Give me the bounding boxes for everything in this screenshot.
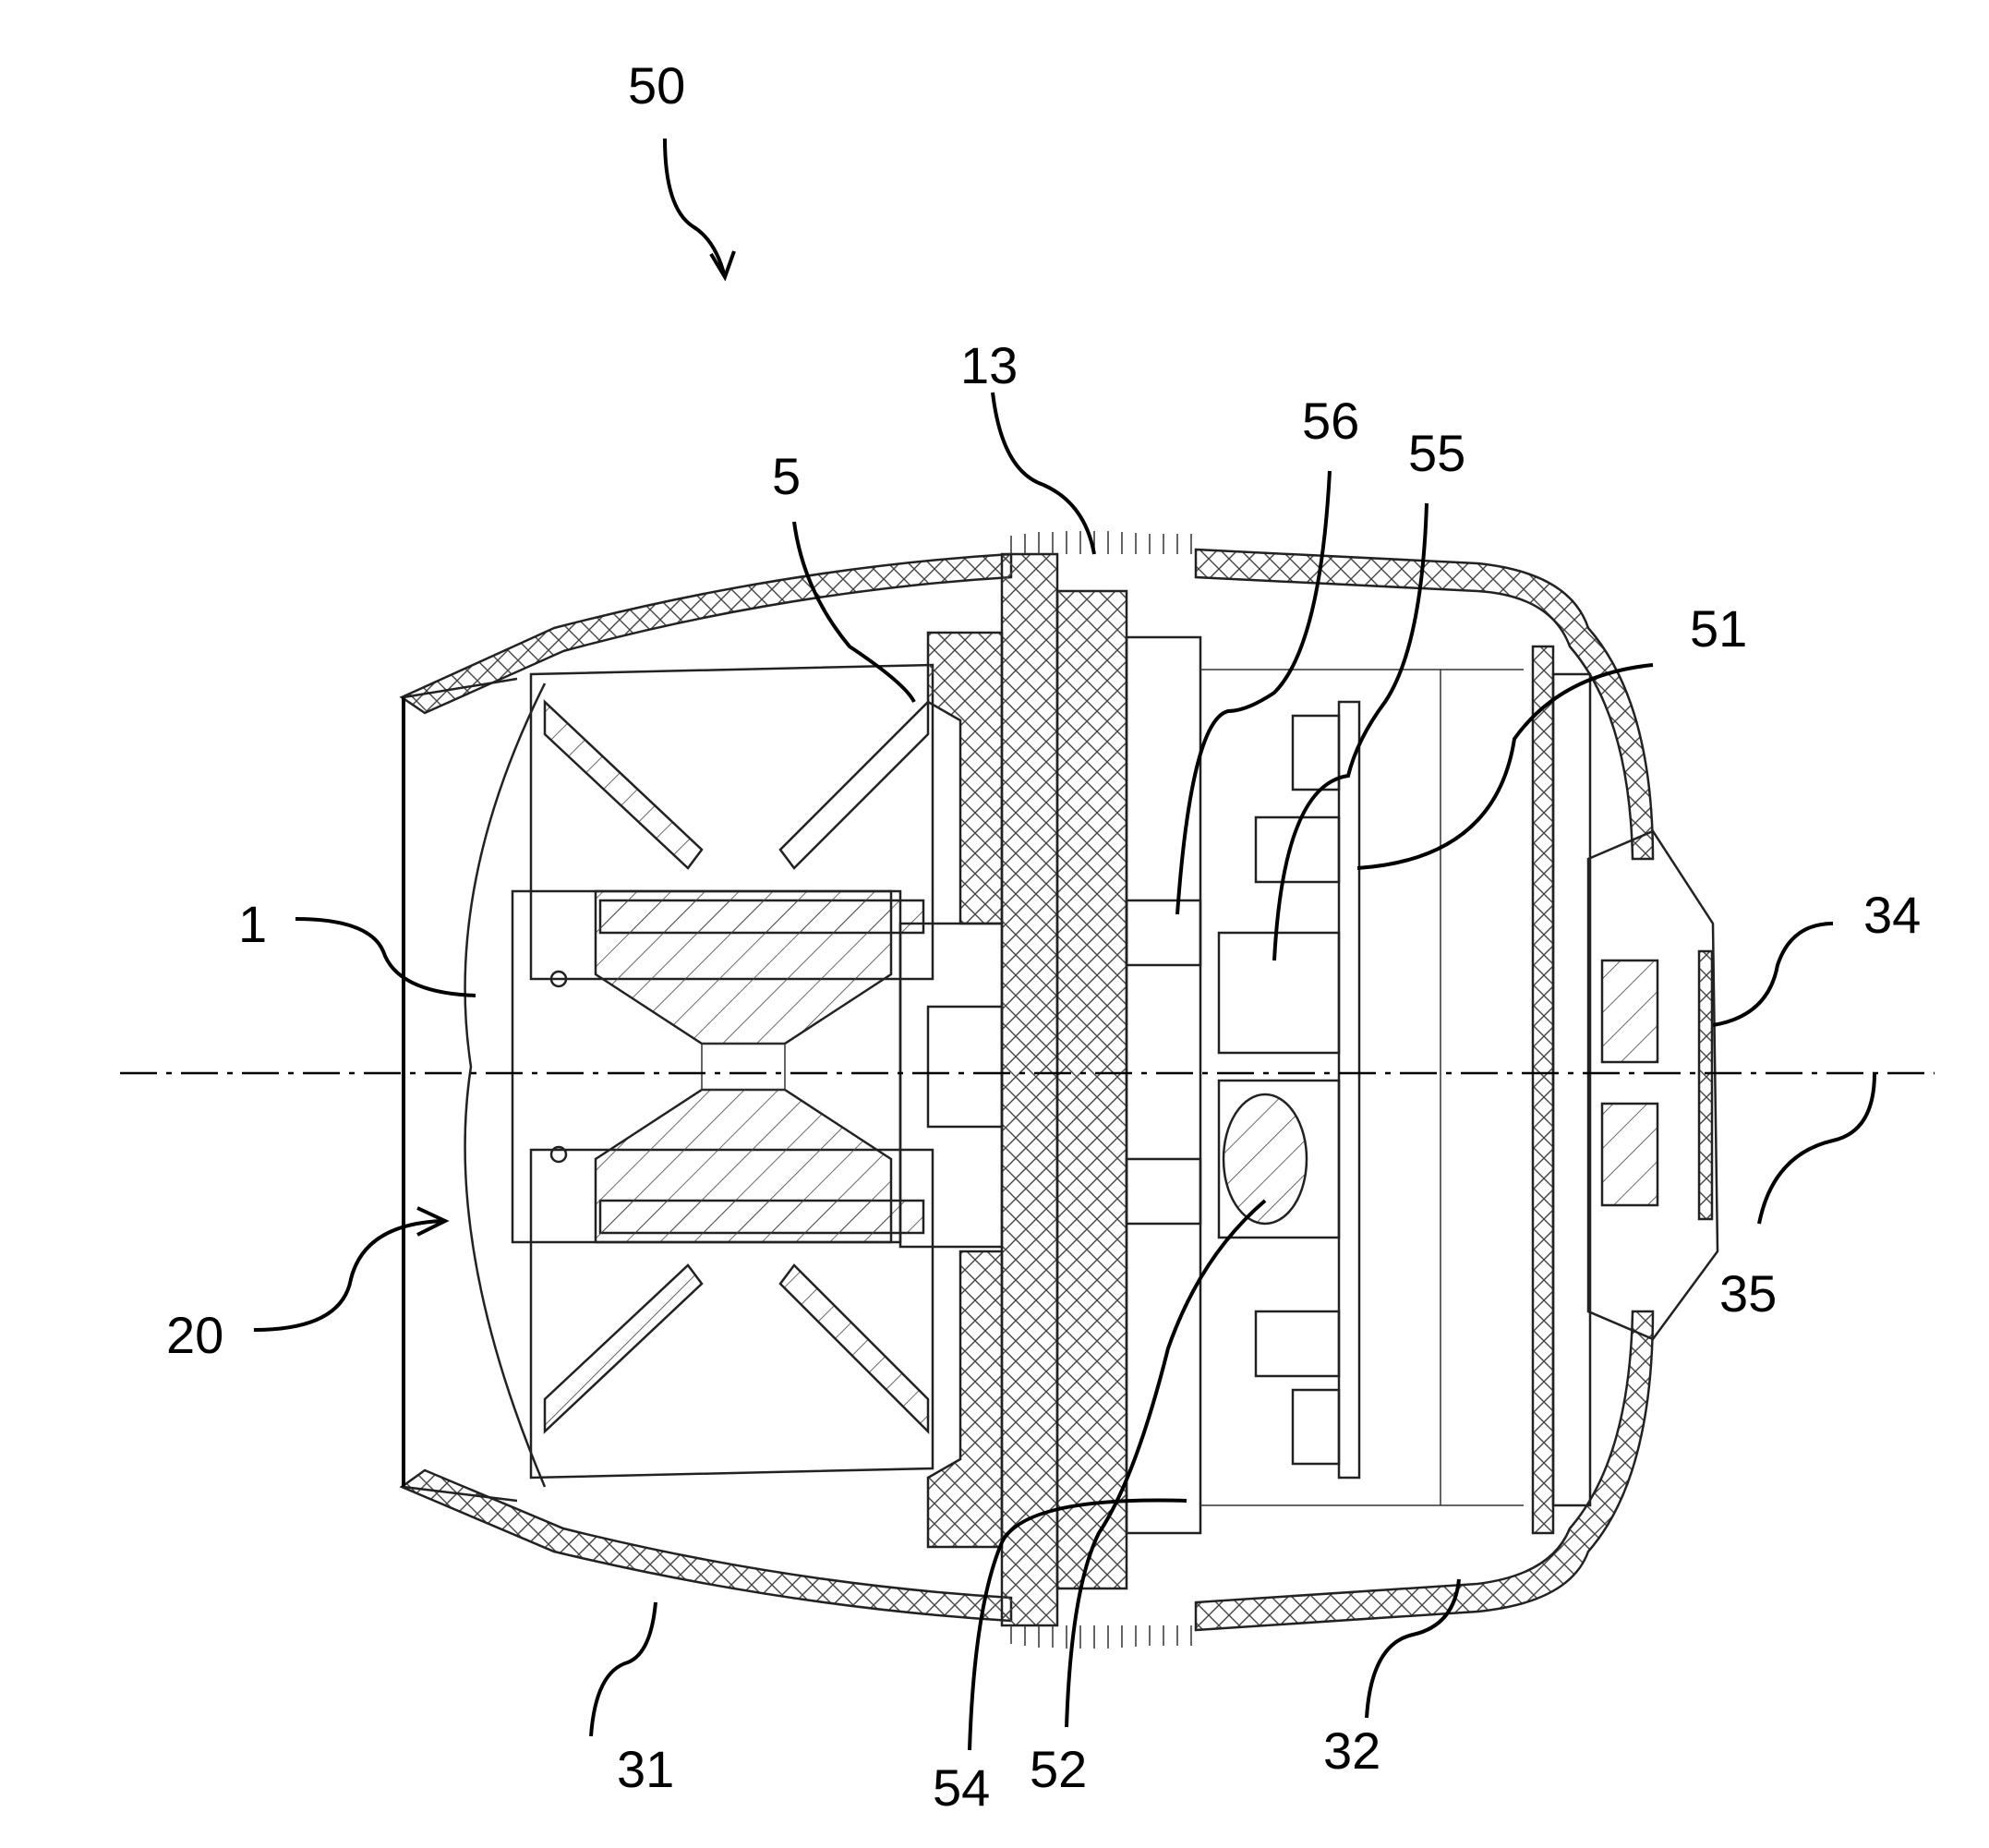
leader-35: [1757, 1072, 1876, 1225]
leader-55: [1272, 502, 1428, 961]
leader-20: [253, 1219, 444, 1332]
label-35: 35: [1719, 1264, 1777, 1323]
label-32: 32: [1323, 1721, 1380, 1780]
leader-1: [295, 917, 476, 997]
leader-34: [1712, 922, 1834, 1027]
leader-56: [1175, 470, 1332, 915]
label-54: 54: [933, 1758, 990, 1817]
label-50: 50: [628, 56, 685, 115]
reflector-assembly: [464, 631, 1004, 1549]
label-5: 5: [772, 447, 801, 505]
label-52: 52: [1030, 1740, 1087, 1798]
label-55: 55: [1408, 424, 1465, 482]
leader-50: [663, 138, 727, 278]
leader-31: [589, 1601, 657, 1737]
rear-housing-bottom: [1194, 1310, 1655, 1632]
leader-32: [1365, 1578, 1461, 1719]
label-31: 31: [617, 1740, 674, 1798]
electronics: [1125, 635, 1719, 1535]
label-13: 13: [960, 336, 1018, 394]
label-56: 56: [1302, 392, 1359, 450]
front-housing-bottom: [399, 1468, 1013, 1623]
front-housing-top: [399, 552, 1013, 715]
label-1: 1: [238, 895, 267, 953]
leader-5: [792, 521, 916, 703]
circuit-board: [1337, 700, 1361, 1480]
part-55-block: [1217, 931, 1341, 1055]
leader-51: [1356, 663, 1654, 870]
arrowhead-50: [709, 250, 736, 282]
part-54-block: [1125, 1157, 1202, 1226]
leader-52: [1065, 1199, 1267, 1728]
leader-54: [968, 1498, 1187, 1751]
leader-13: [991, 392, 1096, 555]
reference-labels: 50 1 20 5 13 56 55 51 34 35 31 54 52 32: [166, 56, 1921, 1817]
part-52-block: [1217, 1079, 1341, 1239]
label-51: 51: [1690, 599, 1747, 658]
label-34: 34: [1863, 886, 1921, 944]
heat-sink: [1000, 531, 1192, 1649]
leader-lines: [253, 138, 1876, 1751]
part-34: [1697, 949, 1714, 1221]
lens: [464, 682, 547, 1488]
label-20: 20: [166, 1306, 223, 1364]
rear-housing-top: [1194, 548, 1655, 861]
arrowhead-20: [416, 1206, 450, 1237]
part-56-block: [1125, 899, 1202, 967]
